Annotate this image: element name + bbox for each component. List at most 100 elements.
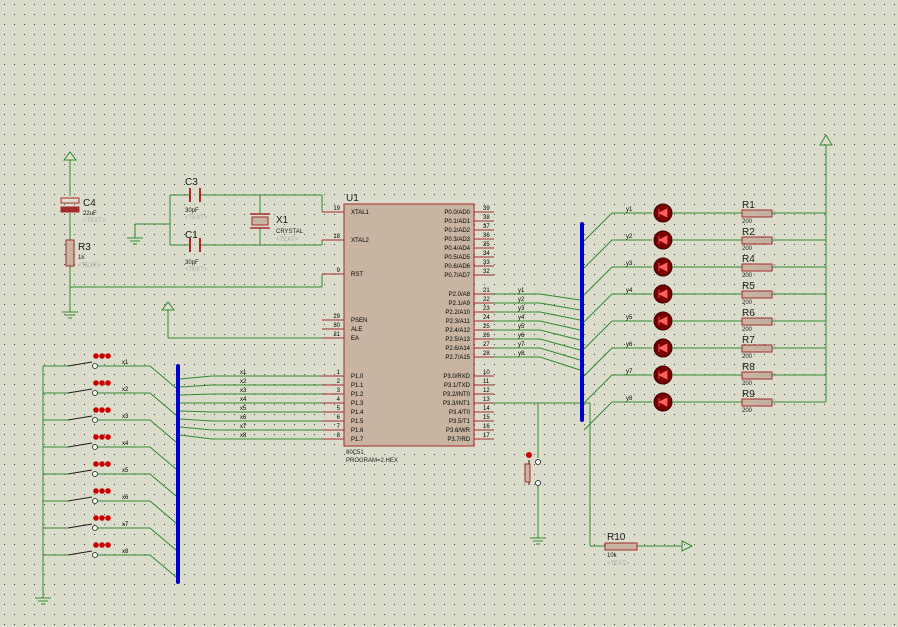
switch-label: x4 xyxy=(122,441,129,447)
pin-number: 4 xyxy=(337,397,341,403)
pin-number: 6 xyxy=(337,415,341,421)
switch-indicator-dot xyxy=(93,488,99,494)
c1-value: 30pF xyxy=(185,260,199,266)
push-button[interactable] xyxy=(524,452,541,486)
c4-text-placeholder: <TEXT> xyxy=(83,218,106,224)
p2-net-wire xyxy=(494,338,581,351)
switch-indicator-dot xyxy=(99,353,105,359)
resistor-text-placeholder: <TEXT> xyxy=(756,346,779,352)
resistor-r10[interactable]: R10 10k <TEXT> xyxy=(604,532,638,567)
p1-net-wire xyxy=(179,393,322,396)
vcc-arrow-c4 xyxy=(63,151,77,161)
ground-icon xyxy=(35,597,51,605)
led-triangle xyxy=(658,262,668,272)
resistor-value: 200 xyxy=(742,219,753,225)
pin-number: 15 xyxy=(483,415,490,421)
microcontroller-u1[interactable]: U1 80C51 PROGRAM=2.HEX 19XTAL118XTAL29RS… xyxy=(322,193,494,464)
ground-icon xyxy=(62,311,78,319)
capacitor-c4[interactable]: C4 22uF <TEXT> xyxy=(60,197,106,224)
pin-name: ALE xyxy=(351,327,362,333)
switch-bus-wire xyxy=(98,365,177,389)
switch-contact xyxy=(92,363,98,369)
switch-bus-wire xyxy=(98,500,177,524)
p2-net-wire xyxy=(494,347,581,361)
led-triangle xyxy=(658,343,668,353)
pin-number: 28 xyxy=(483,351,490,357)
p2-net-label: y8 xyxy=(518,351,525,357)
crystal-x1[interactable]: X1 CRYSTAL <TEXT> xyxy=(250,213,304,243)
switch-x6[interactable]: x6 xyxy=(43,488,177,524)
switch-lever xyxy=(67,388,93,394)
pin-name: P0.4/AD4 xyxy=(444,246,470,252)
pin-name: P3.6/WR xyxy=(446,428,471,434)
resistor-text-placeholder: <TEXT> xyxy=(756,238,779,244)
vcc-arrow-ea xyxy=(161,301,175,311)
switch-x5[interactable]: x5 xyxy=(43,461,177,497)
u1-part: 80C51 xyxy=(346,450,364,456)
pin-number: 31 xyxy=(333,332,340,338)
c4-plate-top xyxy=(60,197,80,204)
pin-name: P1.7 xyxy=(351,437,364,443)
switch-x3[interactable]: x3 xyxy=(43,407,177,443)
c3-value: 30pF xyxy=(185,208,199,214)
pin-name: P3.5/T1 xyxy=(449,419,471,425)
switch-indicator-dot xyxy=(99,515,105,521)
u1-ref: U1 xyxy=(346,193,359,204)
pin-number: 23 xyxy=(483,306,490,312)
resistor-value: 200 xyxy=(742,354,753,360)
pin-name: P0.1/AD1 xyxy=(444,219,470,225)
switch-x1[interactable]: x1 xyxy=(43,353,177,389)
pin-number: 13 xyxy=(483,397,490,403)
ground-icon xyxy=(530,537,546,545)
pin-name: P0.7/AD7 xyxy=(444,273,470,279)
switch-bus-wire xyxy=(98,419,177,443)
switch-indicator-dot xyxy=(105,461,111,467)
switch-indicator-dot xyxy=(105,434,111,440)
switch-lever xyxy=(67,523,93,529)
switch-indicator-dot xyxy=(93,353,99,359)
resistor-text-placeholder: <TEXT> xyxy=(756,373,779,379)
led-net-label: y3 xyxy=(626,261,633,267)
vcc-arrow-r10 xyxy=(681,540,694,552)
led-triangle xyxy=(658,316,668,326)
capacitor-c3[interactable]: C3 30pF <TEXT> xyxy=(185,177,208,221)
pin-number: 27 xyxy=(483,342,490,348)
led-bus-wire xyxy=(583,239,652,269)
r10-ref: R10 xyxy=(607,532,626,543)
pin-number: 17 xyxy=(483,433,490,439)
resistor-text-placeholder: <TEXT> xyxy=(756,292,779,298)
pin-name: P3.3/INT1 xyxy=(443,401,471,407)
resistor-text-placeholder: <TEXT> xyxy=(756,265,779,271)
pin-number: 10 xyxy=(483,370,490,376)
switch-indicator-dot xyxy=(93,542,99,548)
switch-label: x5 xyxy=(122,468,129,474)
p2-net-wire xyxy=(494,311,581,321)
pin-name: P2.7/A15 xyxy=(445,355,470,361)
capacitor-c1[interactable]: C1 30pF <TEXT> xyxy=(185,230,208,273)
switch-x8[interactable]: x8 xyxy=(43,542,177,578)
pin-name: P3.0/RXD xyxy=(443,374,470,380)
resistor-r3[interactable]: R3 1k <TEXT> xyxy=(65,239,101,269)
p1-net-wire xyxy=(179,426,322,431)
switch-x2[interactable]: x2 xyxy=(43,380,177,416)
switch-lever xyxy=(67,496,93,502)
switch-label: x6 xyxy=(122,495,129,501)
resistor-value: 200 xyxy=(742,273,753,279)
r10-body xyxy=(604,542,638,551)
u1-left-pins: 19XTAL118XTAL29RST29PSEN30ALE31EA1P1.02P… xyxy=(322,206,370,443)
switch-indicator-dot xyxy=(105,542,111,548)
pin-number: 5 xyxy=(337,406,341,412)
switch-indicator-dot xyxy=(93,461,99,467)
switch-x4[interactable]: x4 xyxy=(43,434,177,470)
switch-x7[interactable]: x7 xyxy=(43,515,177,551)
p1-net-wire xyxy=(179,418,322,422)
